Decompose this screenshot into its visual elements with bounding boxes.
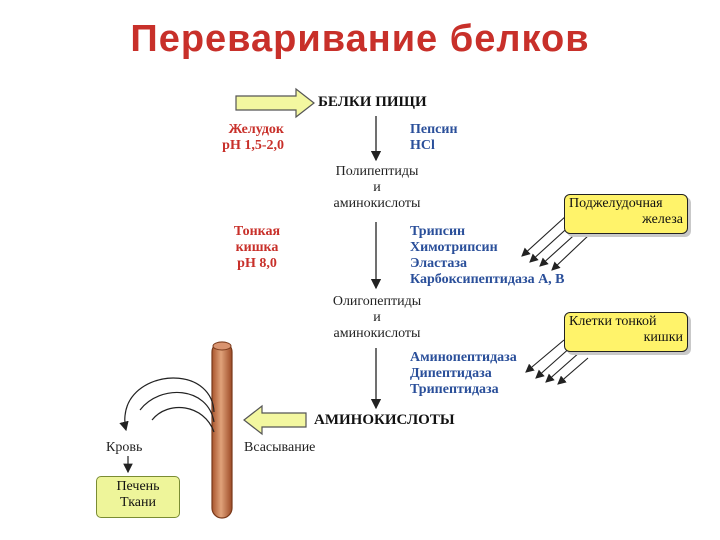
enzyme-chymotrypsin: Химотрипсин <box>410 240 498 255</box>
input-block-arrow <box>235 87 315 119</box>
small-intestine-label-line-1: Тонкая <box>233 224 281 239</box>
blood-arcs <box>119 377 215 433</box>
enzyme-carboxypeptidase: Карбоксипептидаза А, В <box>410 272 565 287</box>
pancreas-box: Поджелудочная железа <box>564 194 688 234</box>
stomach-label-line-2: pH 1,5-2,0 <box>222 138 284 153</box>
pancreas-arrows <box>521 215 591 271</box>
small-intestine-label: Тонкая кишка pH 8,0 <box>226 224 288 272</box>
enzyme-dipeptidase: Дипептидаза <box>410 366 492 381</box>
polypeptides-line-3: аминокислоты <box>333 196 421 211</box>
polypeptides-line-2: и <box>373 180 381 195</box>
intestine-cells-line-2: кишки <box>643 330 683 345</box>
stomach-enzymes: Пепсин HCl <box>410 122 458 154</box>
polypeptides-line-1: Полипептиды <box>335 164 419 179</box>
intestine-cells-box: Клетки тонкой кишки <box>564 312 688 352</box>
enzyme-hcl: HCl <box>410 138 435 153</box>
pancreas-line-1: Поджелудочная <box>569 196 663 211</box>
enzyme-elastase: Эластаза <box>410 256 468 271</box>
pancreas-line-2: железа <box>642 212 683 227</box>
node-food-proteins: БЕЛКИ ПИЩИ <box>318 94 427 110</box>
tissues-label: Ткани <box>120 495 156 510</box>
small-intestine-label-line-2: кишка <box>235 240 279 255</box>
oligopeptides-line-1: Олигопептиды <box>332 294 422 309</box>
liver-tissues-box: Печень Ткани <box>96 476 180 518</box>
intestine-cells-line-1: Клетки тонкой <box>569 314 657 329</box>
stomach-label-line-1: Желудок <box>228 122 284 137</box>
oligopeptides-line-2: и <box>373 310 381 325</box>
node-polypeptides: Полипептиды и аминокислоты <box>318 164 436 212</box>
enzyme-tripeptidase: Трипептидаза <box>410 382 499 397</box>
node-oligopeptides: Олигопептиды и аминокислоты <box>318 294 436 342</box>
enzyme-aminopeptidase: Аминопептидаза <box>410 350 517 365</box>
page-title: Переваривание белков <box>130 18 590 60</box>
blood-label: Кровь <box>106 440 143 455</box>
liver-label: Печень <box>116 479 160 494</box>
absorption-label: Всасывание <box>244 440 316 455</box>
intestinal-enzymes: Аминопептидаза Дипептидаза Трипептидаза <box>410 350 517 398</box>
enzyme-trypsin: Трипсин <box>410 224 466 239</box>
enzyme-pepsin: Пепсин <box>410 122 458 137</box>
oligopeptides-line-3: аминокислоты <box>333 326 421 341</box>
node-amino-acids: АМИНОКИСЛОТЫ <box>314 412 455 428</box>
small-intestine-label-line-3: pH 8,0 <box>237 256 277 271</box>
absorption-block-arrow <box>243 404 307 436</box>
intestine-cell-arrows <box>525 339 589 385</box>
stomach-label: Желудок pH 1,5-2,0 <box>222 122 284 154</box>
pancreatic-enzymes: Трипсин Химотрипсин Эластаза Карбоксипеп… <box>410 224 565 288</box>
blood-vessel <box>211 341 233 519</box>
